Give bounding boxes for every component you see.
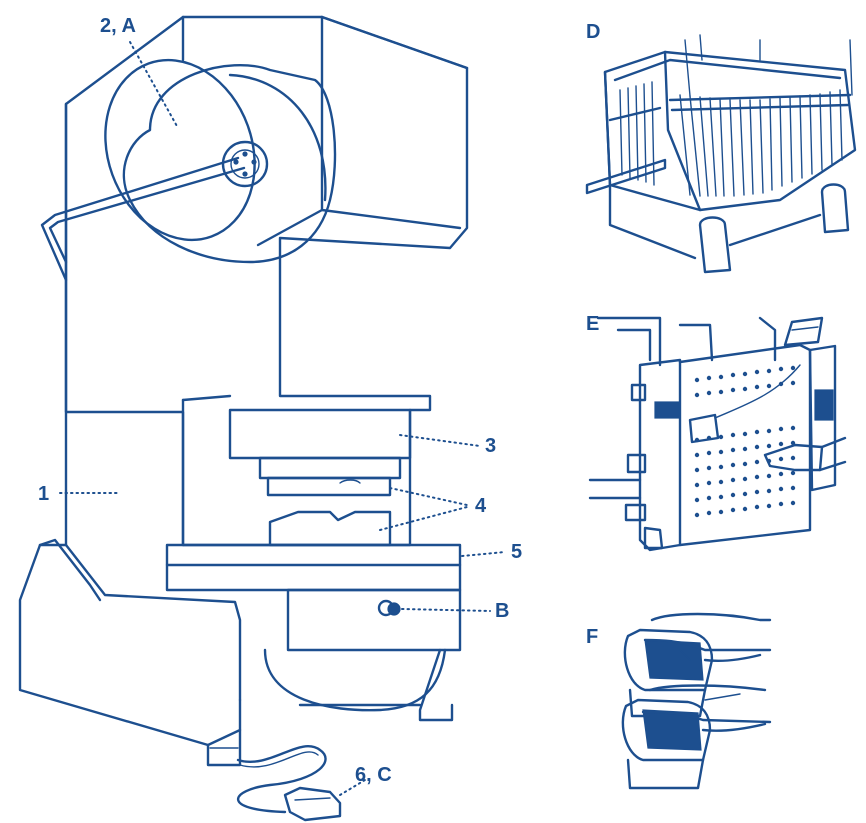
label-bolster: 5 [511, 541, 523, 563]
label-ram: 3 [485, 435, 497, 457]
leader-ram [399, 434, 481, 447]
label-guard-f: F [586, 626, 599, 648]
control-button-icon [377, 599, 401, 617]
two-hand-control-illustration [621, 612, 772, 790]
leader-bolster [461, 551, 506, 557]
bolster-plate [165, 543, 462, 592]
label-dies: 4 [475, 495, 487, 517]
fixed-guard-illustration [585, 34, 857, 274]
leader-button [401, 608, 491, 612]
label-foot-pedal: 6, C [355, 764, 392, 786]
flywheel [40, 58, 337, 282]
foot-pedal [236, 745, 342, 822]
mechanical-press [18, 15, 506, 822]
ram [228, 408, 412, 497]
label-control-button: B [495, 600, 510, 622]
leader-pedal [339, 779, 366, 796]
label-frame: 1 [38, 483, 50, 505]
label-guard-d: D [586, 21, 601, 43]
label-flywheel: 2, A [100, 15, 136, 37]
leader-flywheel [129, 41, 179, 129]
press-base [18, 538, 462, 767]
press-frame [64, 15, 469, 547]
label-guard-e: E [586, 313, 600, 335]
lower-die [268, 510, 392, 547]
light-curtain-illustration [588, 316, 847, 552]
leader-die-lower [379, 506, 468, 531]
pegboard-dots [694, 365, 796, 518]
leader-die-upper [389, 487, 468, 506]
